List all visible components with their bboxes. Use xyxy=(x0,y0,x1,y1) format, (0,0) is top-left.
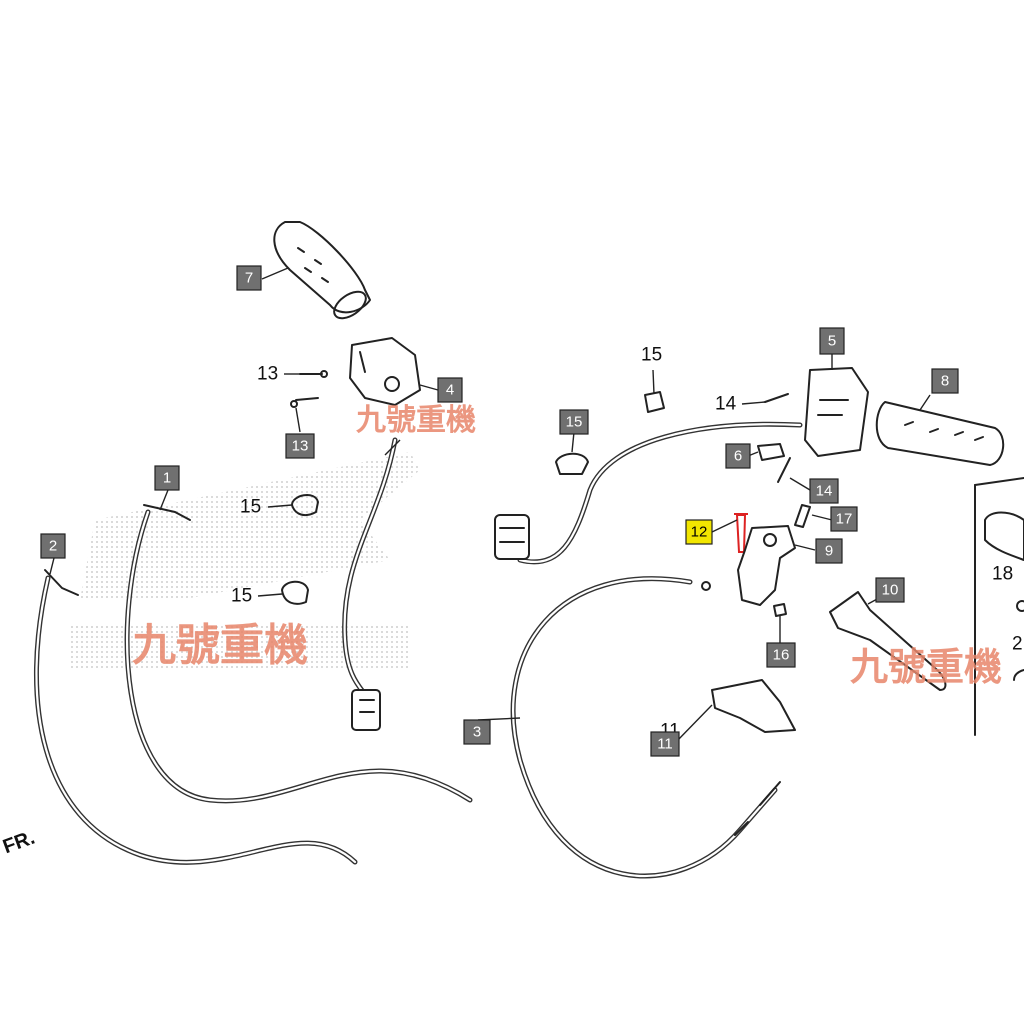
left-grip xyxy=(273,221,371,320)
callout-18-text: 18 xyxy=(992,564,1013,585)
right-switch-housing xyxy=(804,367,869,457)
clutch-lever-10 xyxy=(829,591,947,691)
clamp-15-right-small xyxy=(644,391,665,413)
screw-14-lower xyxy=(777,457,791,483)
watermark-left: 九號重機 xyxy=(132,620,308,671)
screw-14-upper xyxy=(764,393,789,403)
callout-13-box-text: 13 xyxy=(292,438,309,455)
callout-6-text: 6 xyxy=(734,448,742,465)
callout-14-box-text: 14 xyxy=(816,483,833,500)
leader-lines xyxy=(49,267,931,743)
callout-2-right-text: 2 xyxy=(1012,634,1023,655)
clamp-15-lower-left xyxy=(281,580,309,605)
throttle-cable-2 xyxy=(33,569,358,865)
clamp-15-upper-left xyxy=(291,494,319,517)
callout-13-box: 13 xyxy=(285,433,315,459)
callout-11-box-text: 11 xyxy=(657,736,673,753)
callout-15-right-plain: 15 xyxy=(641,345,662,366)
callout-5: 5 xyxy=(819,327,845,355)
callout-5-text: 5 xyxy=(828,333,836,350)
callout-9: 9 xyxy=(815,538,843,564)
watermark-right: 九號重機 xyxy=(850,645,1002,689)
screw-13-upper xyxy=(299,370,328,378)
callout-15-left-upper-text: 15 xyxy=(240,497,261,518)
callout-13-plain: 13 xyxy=(257,364,278,385)
lever-cover-11 xyxy=(711,679,796,733)
clutch-switch-6 xyxy=(757,443,785,461)
callout-1: 1 xyxy=(154,465,180,491)
right-grip xyxy=(875,401,1005,466)
bolt-17 xyxy=(794,504,811,528)
callout-15-right-box-text: 15 xyxy=(566,414,583,431)
callout-10: 10 xyxy=(875,577,905,603)
callout-14-plain-text: 14 xyxy=(715,394,737,415)
callout-14-box: 14 xyxy=(809,478,839,504)
callout-2: 2 xyxy=(40,533,66,559)
callout-12-highlighted: 12 xyxy=(685,519,713,545)
callout-2-text: 2 xyxy=(49,538,57,555)
throttle-cable-1 xyxy=(124,504,473,804)
callout-1-text: 1 xyxy=(163,470,171,487)
callout-14-plain: 14 xyxy=(715,394,737,415)
callout-6: 6 xyxy=(725,443,751,469)
callout-15-right-box: 15 xyxy=(559,409,589,435)
callout-15-left-lower: 15 xyxy=(231,586,252,607)
callout-17: 17 xyxy=(830,506,858,532)
cap-15-right xyxy=(555,452,589,475)
callout-3: 3 xyxy=(463,719,491,745)
callout-10-text: 10 xyxy=(882,582,899,599)
front-direction-label: FR. xyxy=(0,827,38,859)
callout-15-right-plain-text: 15 xyxy=(641,345,662,366)
callout-18: 18 xyxy=(992,564,1013,585)
left-switch-harness xyxy=(342,437,398,731)
callout-8: 8 xyxy=(931,368,959,394)
callout-16: 16 xyxy=(766,642,796,668)
inset-panel xyxy=(974,477,1024,736)
right-switch-harness xyxy=(494,421,803,565)
left-switch-housing xyxy=(349,337,421,406)
lever-bracket-9 xyxy=(737,525,796,606)
callout-16-text: 16 xyxy=(773,647,790,664)
callout-15-left-lower-text: 15 xyxy=(231,586,252,607)
callout-7: 7 xyxy=(236,265,262,291)
callout-15-left-upper: 15 xyxy=(240,497,261,518)
callout-2-right: 2 xyxy=(1012,634,1023,655)
watermark-top: 九號重機 xyxy=(356,403,476,438)
callout-4-text: 4 xyxy=(446,382,454,399)
callout-7-text: 7 xyxy=(245,270,253,287)
callout-13-plain-text: 13 xyxy=(257,364,278,385)
nut-16 xyxy=(773,603,787,617)
callout-8-text: 8 xyxy=(941,373,949,390)
callout-17-text: 17 xyxy=(836,511,853,528)
callout-4: 4 xyxy=(437,377,463,403)
callout-11-box: 11 xyxy=(650,731,680,757)
clutch-cable-3 xyxy=(510,576,781,879)
callout-9-text: 9 xyxy=(825,543,833,560)
callout-12-text: 12 xyxy=(691,524,708,541)
screw-13-lower xyxy=(290,397,319,408)
callout-3-text: 3 xyxy=(473,724,481,741)
